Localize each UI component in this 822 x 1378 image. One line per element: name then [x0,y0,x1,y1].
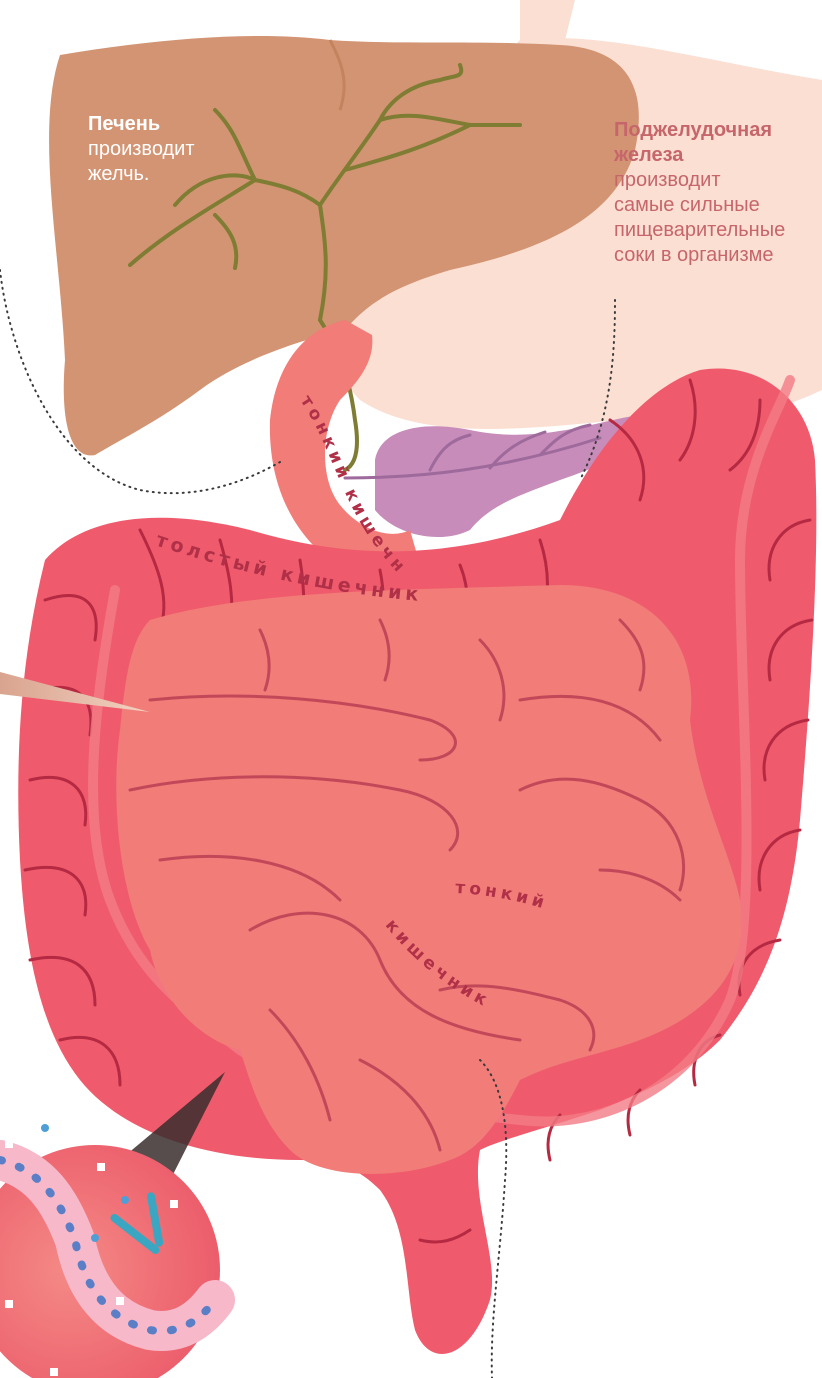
pancreas-desc-line-2: самые сильные [614,193,785,218]
liver-desc-line-2: желчь. [88,162,195,187]
liver-desc-line-1: производит [88,137,195,162]
droplet [91,1234,99,1242]
liver-label: Печень производит желчь. [88,112,195,187]
droplet [121,1196,129,1204]
pancreas-label: Поджелудочная железа производит самые си… [614,118,785,268]
pancreas-desc-line-3: пищеварительные [614,218,785,243]
pancreas-desc-line-1: производит [614,168,785,193]
pancreas-desc-line-4: соки в организме [614,243,785,268]
liver-name: Печень [88,112,195,137]
pancreas-name-line-2: железа [614,143,785,168]
droplet [41,1124,49,1132]
villi-magnified-view [0,1124,220,1378]
pancreas-name-line-1: Поджелудочная [614,118,785,143]
